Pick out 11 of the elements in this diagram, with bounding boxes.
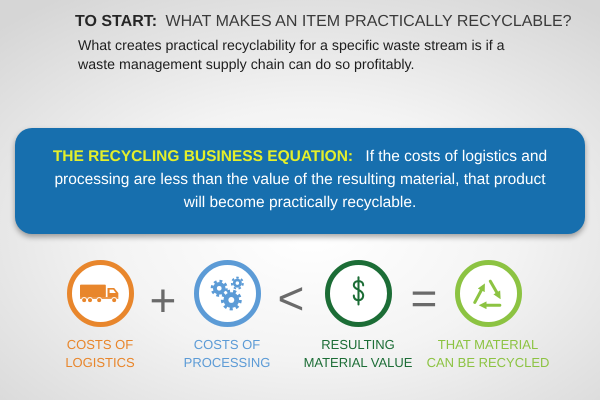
- banner-text: THE RECYCLING BUSINESS EQUATION: If the costs of logistics and processing are less than the value of the resulting material, that product will become practically recyclable.: [52, 146, 548, 212]
- slide-title: TO START: WHAT MAKES AN ITEM PRACTICALLY RECYCLABLE?: [75, 12, 572, 32]
- subtitle: What creates practical recyclability for a specific waste stream is if a waste management supply chain can do so profitably.: [78, 37, 506, 75]
- less-than-sign: <: [278, 275, 304, 321]
- callout-banner: [15, 128, 585, 234]
- node-label: THAT MATERIAL CAN BE RECYCLED: [426, 336, 550, 372]
- node-label: RESULTING MATERIAL VALUE: [303, 336, 413, 372]
- equals-sign: =: [410, 275, 438, 321]
- node-label: COSTS OF PROCESSING: [183, 336, 271, 372]
- plus-sign: +: [150, 277, 176, 323]
- node-label: COSTS OF LOGISTICS: [64, 336, 136, 372]
